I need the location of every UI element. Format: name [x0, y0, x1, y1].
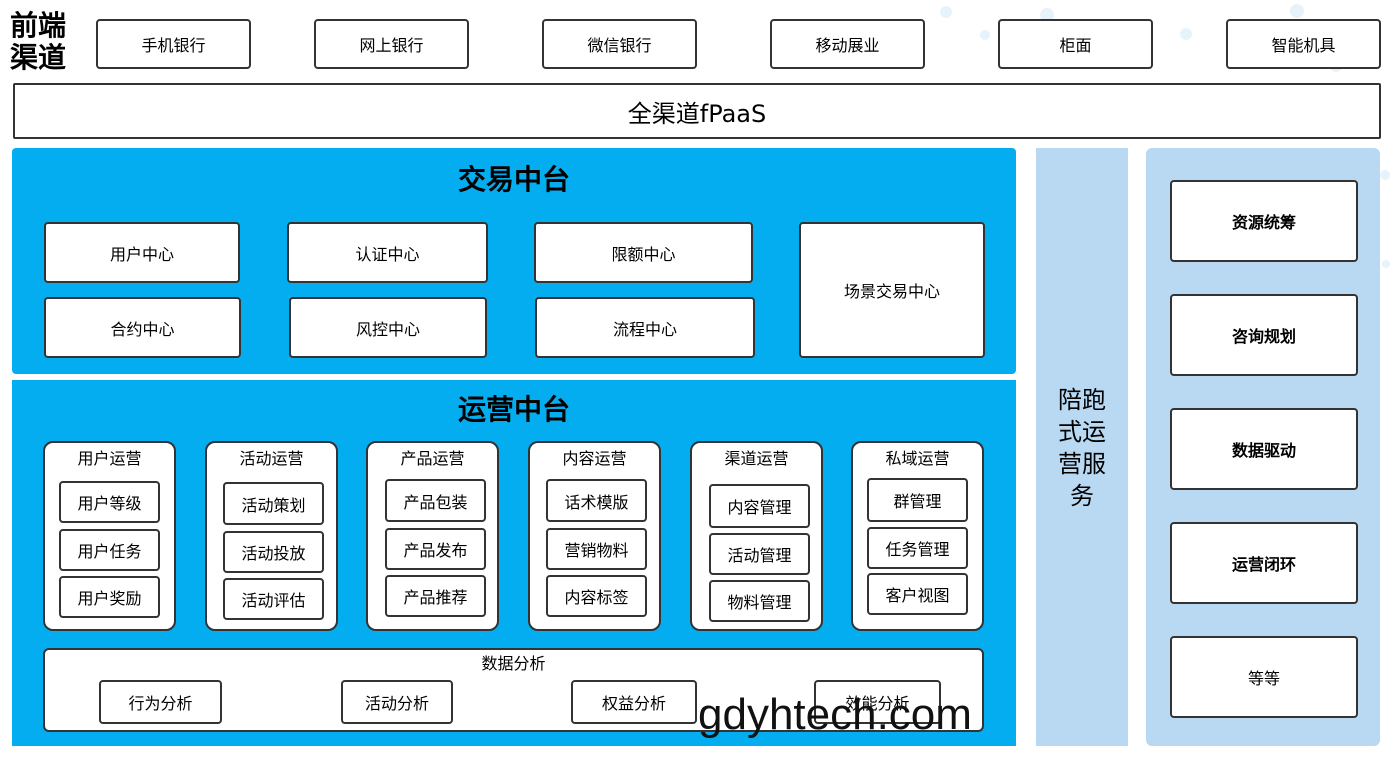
data-analysis-title: 数据分析 — [481, 654, 546, 673]
front-channels-label: 前端 渠道 — [10, 10, 66, 74]
right-item-ops-loop[interactable]: 运营闭环 — [1170, 522, 1358, 604]
trade-user-center[interactable]: 用户中心 — [44, 222, 240, 283]
channel-mobile-banking[interactable]: 手机银行 — [96, 19, 251, 69]
right-item-resource[interactable]: 资源统筹 — [1170, 180, 1358, 262]
ops-group-product: 产品运营 产品包装 产品发布 产品推荐 — [366, 441, 499, 631]
channel-mobile-service[interactable]: 移动展业 — [770, 19, 925, 69]
channel-smart-machine[interactable]: 智能机具 — [1226, 19, 1381, 69]
ops-item[interactable]: 物料管理 — [709, 580, 810, 622]
trade-scene-center[interactable]: 场景交易中心 — [799, 222, 985, 358]
ops-group-activity: 活动运营 活动策划 活动投放 活动评估 — [205, 441, 338, 631]
channel-counter[interactable]: 柜面 — [998, 19, 1153, 69]
ops-item[interactable]: 用户等级 — [59, 481, 160, 523]
ops-item[interactable]: 任务管理 — [867, 527, 968, 569]
ops-group-title: 用户运营 — [77, 449, 142, 468]
analysis-rights[interactable]: 权益分析 — [571, 680, 697, 724]
right-item-etc[interactable]: 等等 — [1170, 636, 1358, 718]
ops-item[interactable]: 活动管理 — [709, 533, 810, 575]
ops-item[interactable]: 活动评估 — [223, 578, 324, 620]
ops-item[interactable]: 用户奖励 — [59, 576, 160, 618]
right-item-consulting[interactable]: 咨询规划 — [1170, 294, 1358, 376]
ops-item[interactable]: 话术模版 — [546, 479, 647, 522]
companion-line: 营服 — [1058, 450, 1106, 478]
ops-item[interactable]: 活动投放 — [223, 531, 324, 573]
ops-item[interactable]: 产品包装 — [385, 479, 486, 522]
ops-item[interactable]: 营销物料 — [546, 528, 647, 570]
front-channels-label-line1: 前端 — [10, 9, 67, 42]
ops-item[interactable]: 产品推荐 — [385, 575, 486, 617]
data-analysis-panel: 数据分析 行为分析 活动分析 权益分析 效能分析 — [43, 648, 984, 732]
companion-line: 务 — [1070, 482, 1094, 510]
ops-item[interactable]: 活动策划 — [223, 482, 324, 525]
companion-line: 式运 — [1058, 418, 1106, 446]
ops-group-title: 产品运营 — [400, 449, 465, 468]
ops-item[interactable]: 用户任务 — [59, 529, 160, 571]
ops-item[interactable]: 内容标签 — [546, 575, 647, 617]
watermark-text: gdyhtech.com — [698, 690, 972, 739]
ops-group-title: 内容运营 — [562, 449, 627, 468]
fpaas-bar[interactable]: 全渠道fPaaS — [13, 83, 1381, 139]
ops-group-title: 活动运营 — [239, 449, 304, 468]
ops-group-channel: 渠道运营 内容管理 活动管理 物料管理 — [690, 441, 823, 631]
channel-online-banking[interactable]: 网上银行 — [314, 19, 469, 69]
companion-service-label: 陪跑 式运 营服 务 — [1036, 384, 1128, 512]
trade-process-center[interactable]: 流程中心 — [535, 297, 755, 358]
trade-limit-center[interactable]: 限额中心 — [534, 222, 753, 283]
front-channels-label-line2: 渠道 — [10, 41, 67, 74]
analysis-activity[interactable]: 活动分析 — [341, 680, 453, 724]
trade-risk-center[interactable]: 风控中心 — [289, 297, 487, 358]
channel-wechat-banking[interactable]: 微信银行 — [542, 19, 697, 69]
trade-center-title: 交易中台 — [457, 163, 570, 196]
ops-group-title: 私域运营 — [885, 449, 950, 468]
ops-item[interactable]: 群管理 — [867, 478, 968, 522]
analysis-behavior[interactable]: 行为分析 — [99, 680, 222, 724]
ops-item[interactable]: 内容管理 — [709, 484, 810, 528]
ops-item[interactable]: 产品发布 — [385, 528, 486, 570]
analysis-efficiency[interactable]: 效能分析 — [814, 680, 941, 724]
ops-group-content: 内容运营 话术模版 营销物料 内容标签 — [528, 441, 661, 631]
ops-group-user: 用户运营 用户等级 用户任务 用户奖励 — [43, 441, 176, 631]
right-item-data-driven[interactable]: 数据驱动 — [1170, 408, 1358, 490]
ops-center-title: 运营中台 — [457, 393, 570, 426]
trade-contract-center[interactable]: 合约中心 — [44, 297, 241, 358]
trade-auth-center[interactable]: 认证中心 — [287, 222, 488, 283]
ops-item[interactable]: 客户视图 — [867, 573, 968, 615]
companion-service-panel: 陪跑 式运 营服 务 — [1036, 148, 1128, 746]
ops-group-private: 私域运营 群管理 任务管理 客户视图 — [851, 441, 984, 631]
companion-line: 陪跑 — [1058, 386, 1106, 414]
ops-group-title: 渠道运营 — [724, 449, 789, 468]
